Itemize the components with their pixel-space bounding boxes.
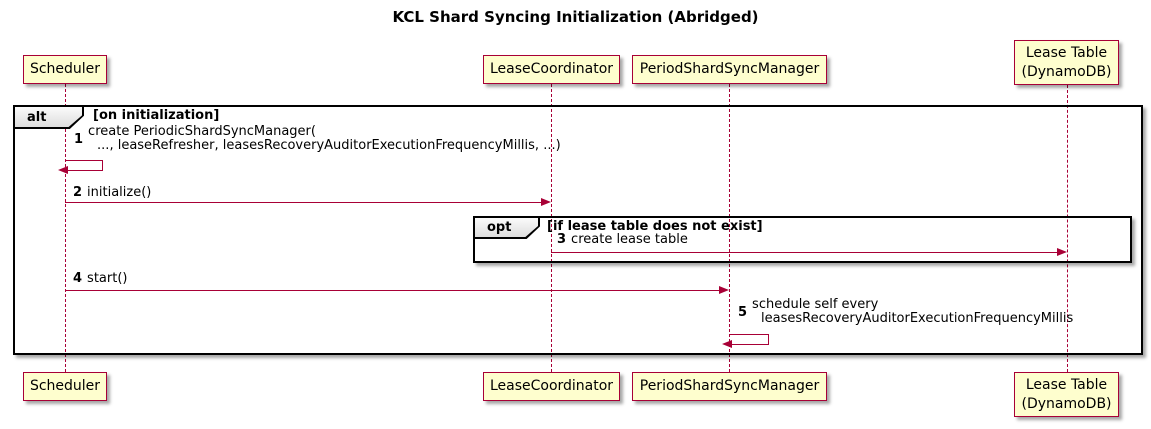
participant-lease-table-label-line1: Lease Table (1025, 44, 1108, 61)
opt-frame (473, 216, 1132, 263)
message-3-label: 3 create lease table (557, 232, 688, 247)
message-4-arrowhead-icon (719, 286, 729, 294)
message-3-number: 3 (557, 232, 567, 247)
participant-lease-table-bottom: Lease Table (DynamoDB) (1014, 372, 1119, 417)
participant-period-shard-sync-manager-bottom: PeriodShardSyncManager (632, 372, 827, 401)
message-3-arrowhead-icon (1057, 248, 1067, 256)
alt-operator-label: alt (15, 107, 82, 127)
participant-lease-coordinator-bottom: LeaseCoordinator (483, 372, 620, 401)
message-5-text-line1: schedule self every (752, 297, 879, 312)
message-2-arrow (65, 202, 543, 203)
participant-scheduler-label: Scheduler (29, 378, 101, 395)
message-5-label: 5 schedule self every leasesRecoveryAudi… (738, 298, 1073, 326)
participant-scheduler-bottom: Scheduler (23, 372, 107, 401)
diagram-title: KCL Shard Syncing Initialization (Abridg… (392, 8, 759, 26)
participant-lease-table-label-line2: (DynamoDB) (1021, 395, 1112, 412)
participant-lease-coordinator-top: LeaseCoordinator (483, 55, 620, 84)
message-1-label: 1 create PeriodicShardSyncManager( ..., … (74, 125, 561, 153)
message-3-text: create lease table (571, 232, 688, 247)
message-4-number: 4 (73, 271, 83, 286)
alt-frame (13, 105, 1143, 355)
message-5-arrowhead-icon (722, 340, 732, 348)
message-5-self-arrow (729, 334, 769, 345)
participant-pssm-label: PeriodShardSyncManager (639, 61, 820, 78)
message-2-label: 2 initialize() (73, 185, 151, 200)
participant-period-shard-sync-manager-top: PeriodShardSyncManager (632, 55, 827, 84)
message-4-arrow (65, 290, 720, 291)
opt-operator-label: opt (475, 218, 538, 237)
lifeline-lease-table (1067, 85, 1068, 372)
participant-scheduler-top: Scheduler (23, 55, 107, 84)
participant-scheduler-label: Scheduler (29, 61, 101, 78)
participant-lease-table-label-line1: Lease Table (1025, 376, 1108, 393)
participant-lease-coordinator-label: LeaseCoordinator (489, 61, 614, 78)
message-2-number: 2 (73, 185, 83, 200)
alt-guard: [on initialization] (93, 108, 220, 123)
lifeline-scheduler (65, 84, 66, 372)
message-5-text-line2: leasesRecoveryAuditorExecutionFrequencyM… (761, 311, 1074, 326)
message-1-self-arrow (65, 160, 103, 171)
message-1-text-line2: ..., leaseRefresher, leasesRecoveryAudit… (97, 138, 561, 153)
message-2-text: initialize() (87, 185, 152, 200)
opt-guard: [if lease table does not exist] (547, 219, 763, 234)
lifeline-lease-coordinator (551, 84, 552, 372)
message-5-number: 5 (738, 304, 748, 320)
alt-operator-pentagon: alt (13, 105, 84, 129)
message-4-text: start() (87, 271, 128, 286)
participant-lease-table-label-line2: (DynamoDB) (1021, 63, 1112, 80)
participant-pssm-label: PeriodShardSyncManager (639, 378, 820, 395)
message-2-arrowhead-icon (541, 198, 551, 206)
participant-lease-coordinator-label: LeaseCoordinator (489, 378, 614, 395)
opt-operator-pentagon: opt (473, 216, 540, 239)
message-4-label: 4 start() (73, 271, 127, 286)
message-1-text-line1: create PeriodicShardSyncManager( (88, 124, 316, 139)
message-1-number: 1 (74, 131, 84, 147)
lifeline-period-shard-sync-manager (729, 84, 730, 372)
participant-lease-table-top: Lease Table (DynamoDB) (1014, 40, 1119, 85)
message-1-arrowhead-icon (58, 166, 68, 174)
message-3-arrow (551, 252, 1058, 253)
